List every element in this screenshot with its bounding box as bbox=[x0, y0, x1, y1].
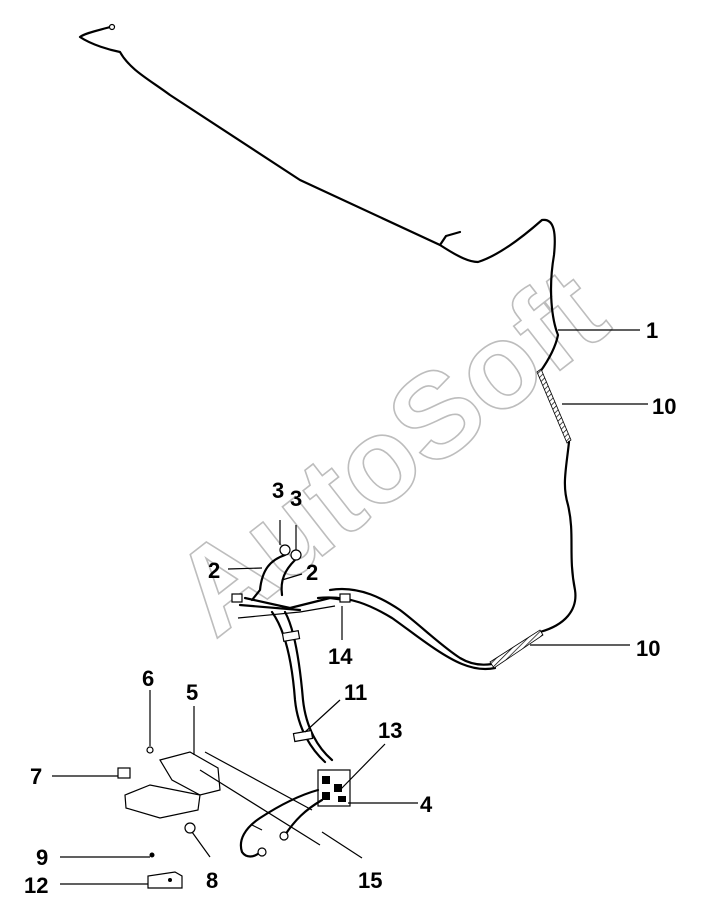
callout-10-upper: 10 bbox=[652, 394, 676, 419]
callout-1: 1 bbox=[646, 318, 658, 343]
callout-2-right: 2 bbox=[306, 560, 318, 585]
callout-13: 13 bbox=[378, 718, 402, 743]
branch-wires bbox=[231, 544, 351, 619]
callout-3-right: 3 bbox=[290, 486, 302, 511]
callout-10-lower: 10 bbox=[636, 636, 660, 661]
callout-9: 9 bbox=[36, 845, 48, 870]
mounting-bracket bbox=[117, 746, 321, 858]
callout-15: 15 bbox=[358, 868, 382, 893]
watermark: AutoSoft bbox=[149, 243, 631, 660]
leader-lines bbox=[52, 329, 648, 885]
callout-5: 5 bbox=[186, 680, 198, 705]
callout-8: 8 bbox=[206, 868, 218, 893]
protective-sleeve-lower bbox=[489, 629, 544, 669]
harness-loop bbox=[316, 440, 577, 671]
callout-14: 14 bbox=[328, 644, 353, 669]
callout-3-left: 3 bbox=[272, 478, 284, 503]
callout-6: 6 bbox=[142, 666, 154, 691]
callout-11: 11 bbox=[344, 680, 367, 705]
callout-2-left: 2 bbox=[208, 558, 220, 583]
harness-trunk bbox=[270, 610, 334, 764]
clip-bracket bbox=[147, 871, 183, 889]
callout-4: 4 bbox=[420, 792, 433, 817]
protective-sleeve-upper bbox=[536, 368, 572, 444]
callout-12: 12 bbox=[24, 873, 48, 898]
main-harness-cable bbox=[78, 23, 560, 374]
connector-cluster bbox=[239, 769, 351, 858]
callout-7: 7 bbox=[30, 764, 42, 789]
